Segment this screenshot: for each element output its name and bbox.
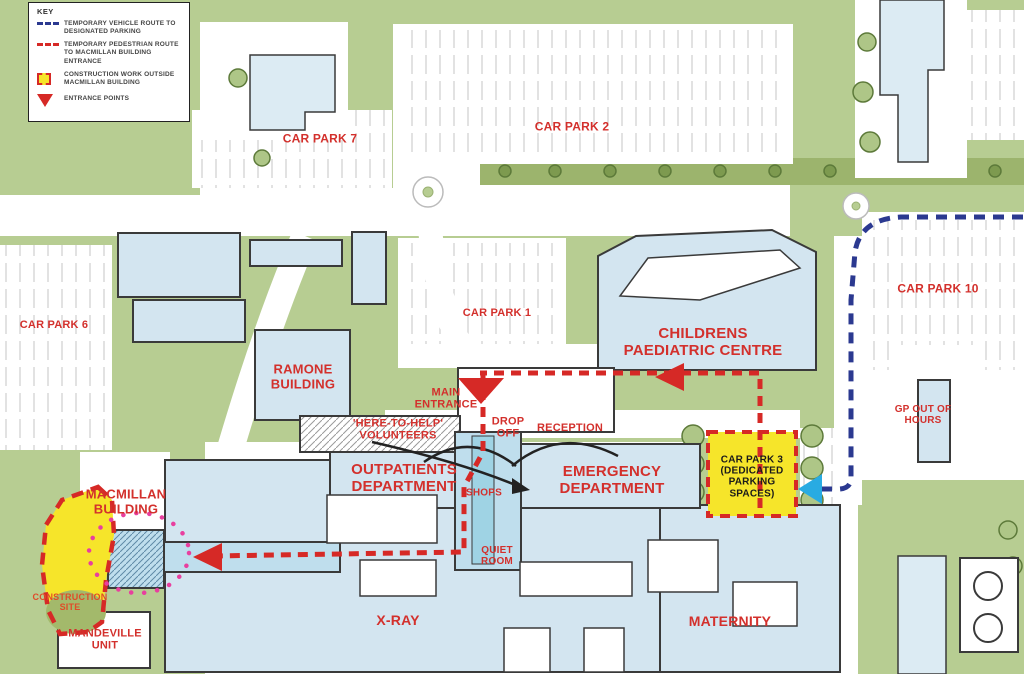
entrance-swatch <box>37 93 53 107</box>
legend-item-entrance-points: ENTRANCE POINTS <box>37 92 184 107</box>
roundabout-west <box>412 176 444 208</box>
canopy-arcs <box>423 441 619 467</box>
car-park-3-area <box>706 430 798 518</box>
entrance-arrow-main <box>458 378 504 404</box>
vehicle-route-swatch <box>37 22 59 25</box>
legend-item-pedestrian-route: TEMPORARY PEDESTRIAN ROUTE TO MACMILLAN … <box>37 41 184 65</box>
construction-swatch <box>37 72 51 85</box>
legend-item-vehicle-route: TEMPORARY VEHICLE ROUTE TO DESIGNATED PA… <box>37 20 184 36</box>
vehicle-route <box>810 214 1023 492</box>
entrance-arrow-macmillan <box>193 543 222 571</box>
macmillan-entrance-circle <box>86 510 192 596</box>
pedestrian-route <box>211 370 763 559</box>
entrance-arrow-paediatric <box>655 363 684 391</box>
roundabout-east <box>842 192 870 220</box>
legend-item-construction: CONSTRUCTION WORK OUTSIDE MACMILLAN BUIL… <box>37 71 184 87</box>
macmillan-building-shape <box>107 529 165 589</box>
paediatric-centre-shape <box>597 228 817 371</box>
construction-site-area <box>39 484 117 637</box>
volunteers-building-shape <box>299 415 461 453</box>
parking-arrow <box>798 474 822 504</box>
map-legend: KEY TEMPORARY VEHICLE ROUTE TO DESIGNATE… <box>28 2 190 122</box>
gp-out-of-hours-shape <box>917 379 951 463</box>
pedestrian-route-swatch <box>37 43 59 47</box>
volunteers-pointer-arrow <box>371 440 530 494</box>
buildings <box>57 0 1019 674</box>
ramone-building-shape <box>254 329 351 421</box>
legend-title: KEY <box>37 7 54 16</box>
